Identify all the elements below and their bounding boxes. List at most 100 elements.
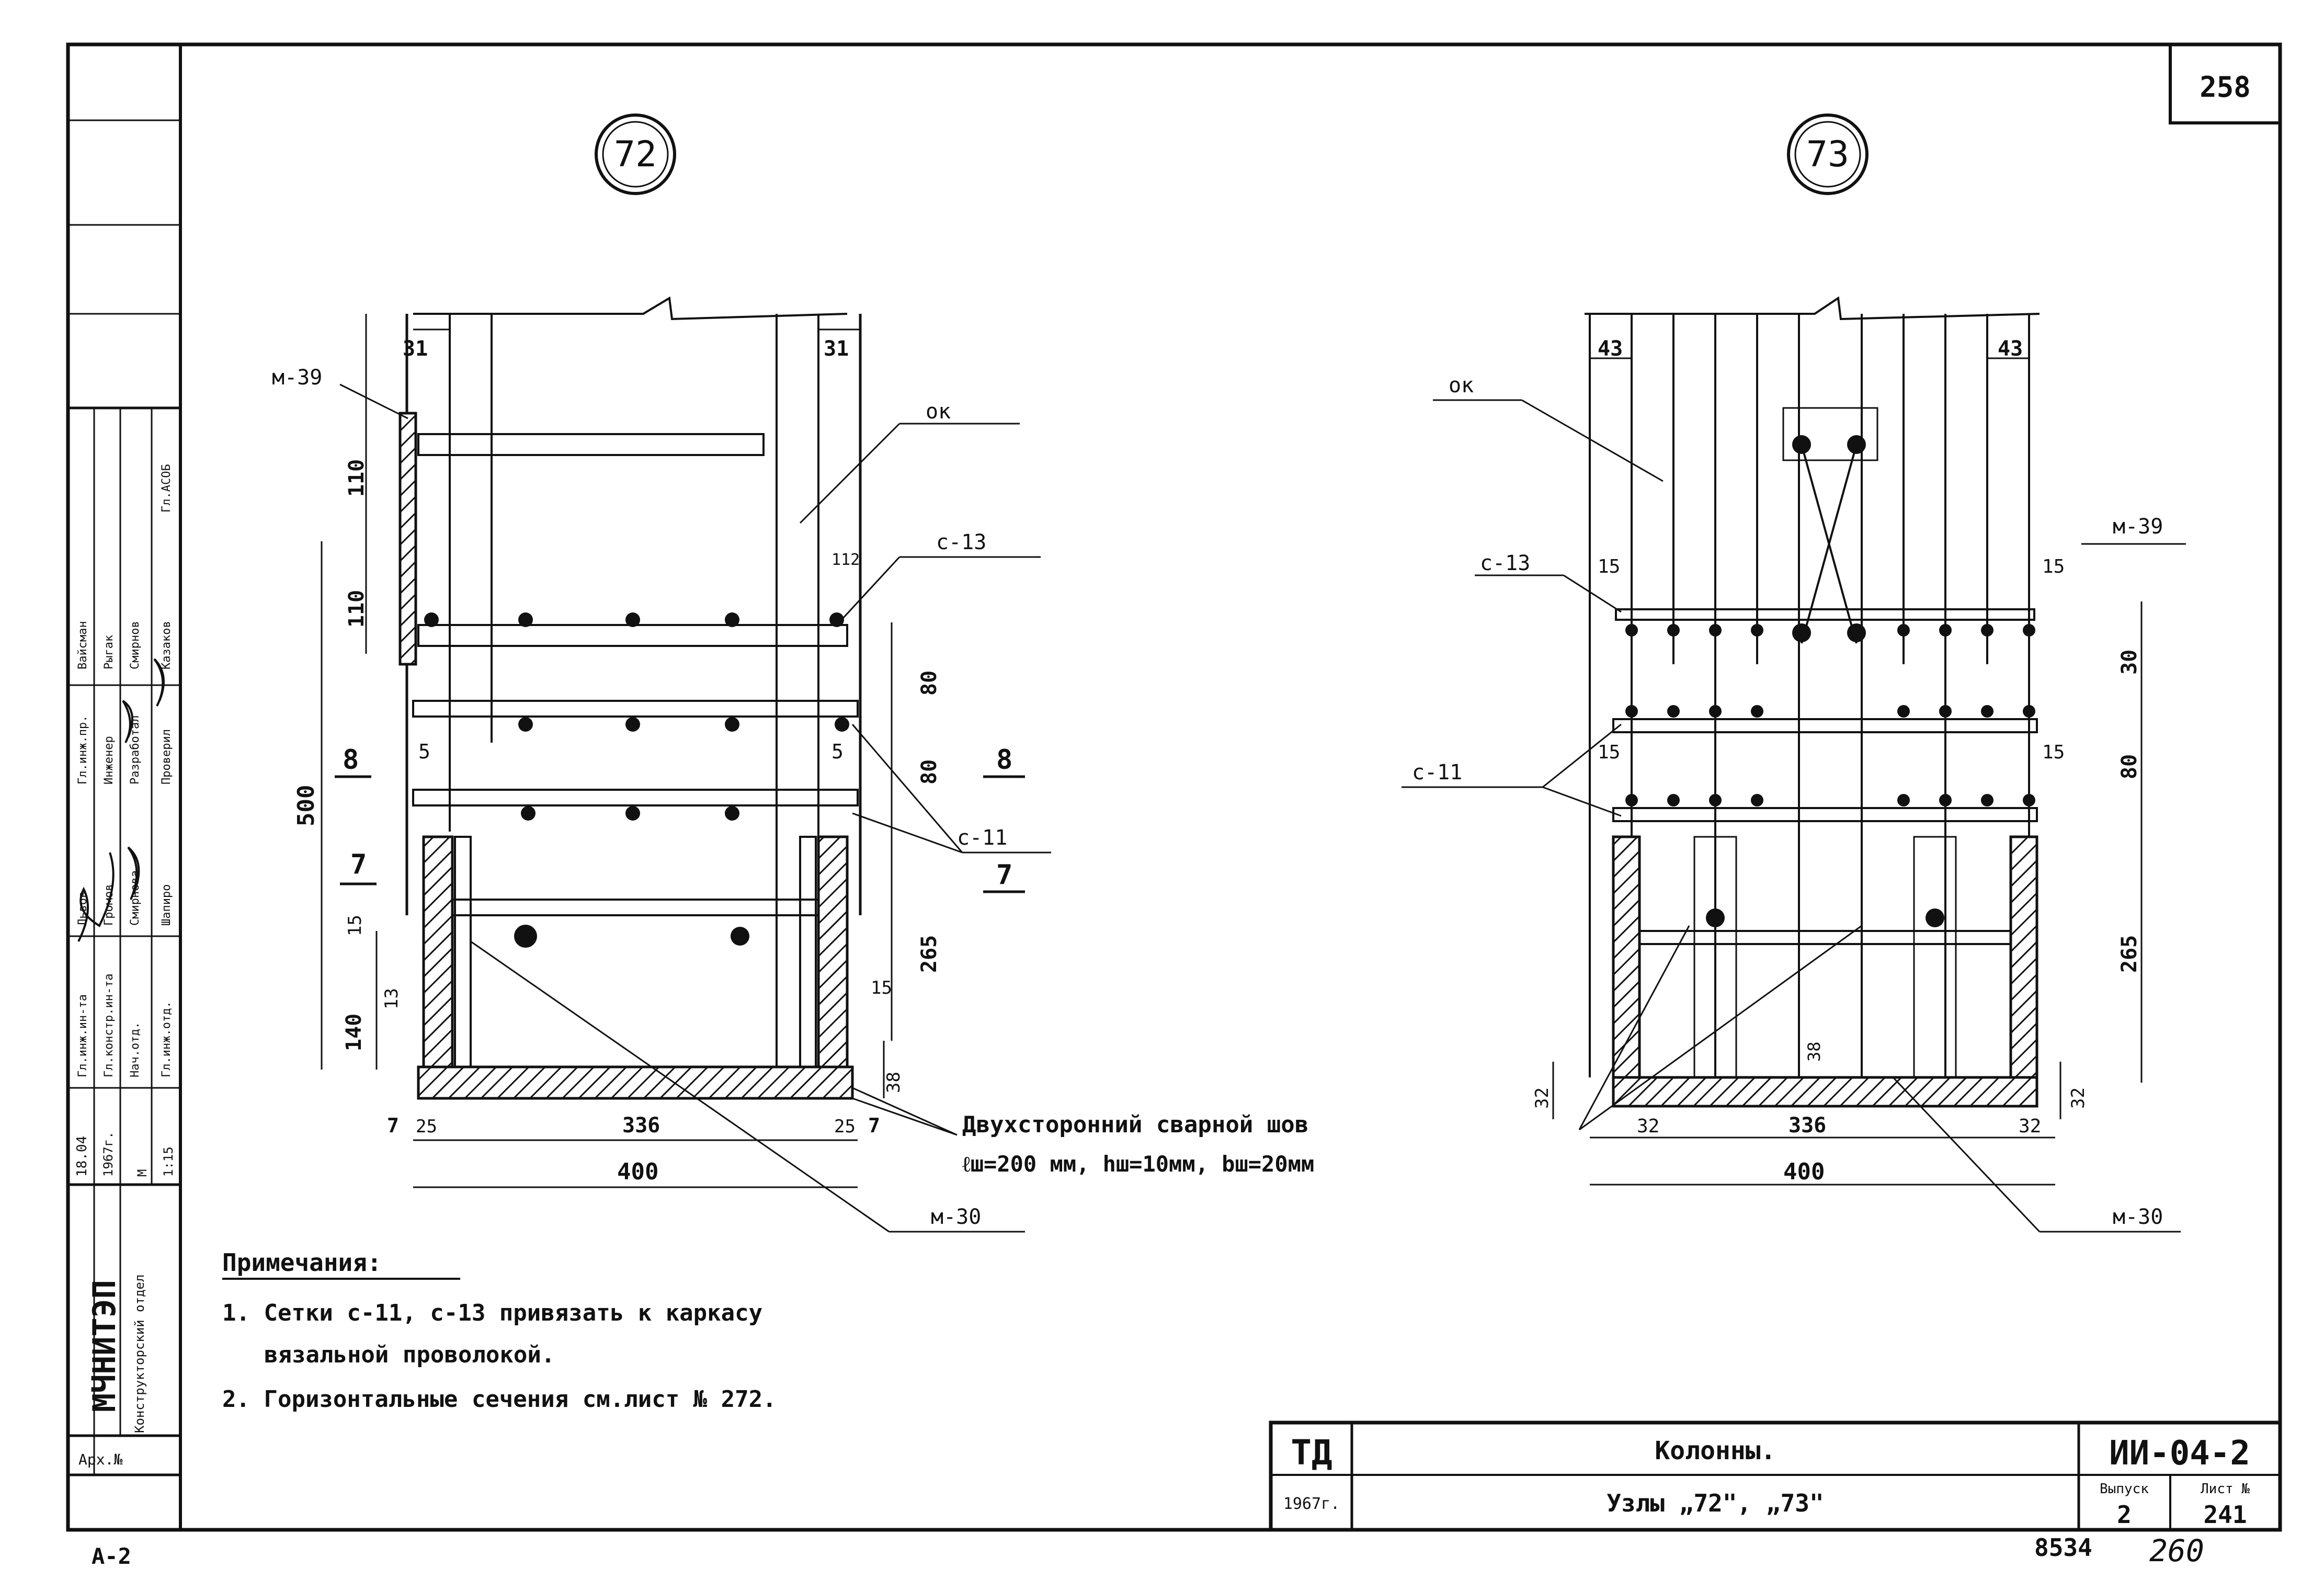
label-m39: м-39 — [272, 366, 322, 390]
dim-value: 13 — [381, 988, 402, 1009]
leader-line — [852, 1097, 958, 1136]
node-73-marker — [1787, 113, 1869, 195]
rebar-points — [1625, 435, 2035, 927]
person-name: Вайсман — [76, 621, 89, 669]
dim-value: 265 — [2117, 935, 2141, 973]
person-name: Рыгак — [102, 635, 116, 669]
label-c13-73: с-13 — [1480, 551, 1530, 575]
dim-value: 32 — [2068, 1087, 2089, 1109]
title-code: ИИ-04-2 — [2109, 1434, 2250, 1473]
leader-line — [799, 423, 901, 524]
label-m30-72: м-30 — [931, 1205, 981, 1229]
dim-value: 15 — [1598, 556, 1620, 577]
leader-line — [339, 383, 408, 419]
title-org: ТД — [1291, 1433, 1332, 1473]
break-line — [1585, 296, 2040, 321]
node-73-marker-inner — [1794, 121, 1861, 188]
dim-value: 5 — [418, 740, 430, 763]
leader-line — [852, 812, 963, 854]
section-mark-8-right: 8 — [996, 744, 1012, 776]
dim-value: 25 — [834, 1116, 856, 1137]
rebar-points — [424, 612, 849, 948]
side-plate — [422, 835, 454, 1069]
dim-value: 7 — [387, 1114, 399, 1137]
bottom-number-right: 260 — [2149, 1533, 2204, 1569]
base-plate-m30 — [1612, 1076, 2038, 1108]
page-number: 258 — [2200, 71, 2251, 104]
role-label: Инженер — [102, 736, 116, 785]
dim-value: 38 — [883, 1072, 904, 1093]
signature-mark — [122, 700, 133, 743]
signature-mark — [127, 846, 140, 900]
node-72-marker-label: 72 — [614, 134, 657, 175]
dim-value: 400 — [1783, 1158, 1825, 1185]
archive-number: Арх.№ — [78, 1451, 122, 1468]
mesh-bar-c11 — [1612, 807, 2038, 822]
person-name: Смирнов — [129, 621, 142, 669]
node-72-marker — [595, 113, 676, 195]
notes-title: Примечания: — [222, 1248, 382, 1277]
weld-note-line1: Двухсторонний сварной шов — [962, 1111, 1308, 1138]
dim-value: 30 — [2117, 650, 2141, 675]
leader-line — [1579, 925, 1862, 1131]
dim-value: 15 — [2042, 556, 2065, 577]
anchor-box — [1782, 407, 1878, 461]
dim-value: 15 — [345, 915, 366, 936]
leader-line — [852, 1087, 958, 1136]
rebar-bar — [417, 624, 848, 647]
dim-value: 31 — [824, 337, 849, 361]
dim-value: 38 — [1804, 1041, 1824, 1062]
base-plate-m30 — [417, 1065, 854, 1100]
issue-label: Выпуск — [2100, 1481, 2149, 1497]
dim-value: 5 — [831, 740, 844, 763]
sheet-frame: 25 8 — [66, 42, 2282, 1532]
leader-line — [1892, 1076, 2041, 1233]
label-c11-72: с-11 — [957, 826, 1007, 850]
notes-item-2: 2. Горизонтальные сечения см.лист № 272. — [222, 1386, 777, 1413]
title-block: ТД 1967г. Колонны. Узлы „72", „73" ИИ-04… — [1269, 1420, 2282, 1532]
role-label: Гл.инж.пр. — [76, 715, 89, 785]
leader-line — [836, 556, 901, 626]
dim-value: 32 — [1637, 1116, 1659, 1137]
mesh-bar-c13 — [1615, 608, 2035, 621]
dim-value: 43 — [1998, 337, 2023, 361]
node-73-marker-label: 73 — [1806, 134, 1849, 175]
dim-value: 25 — [416, 1116, 437, 1137]
dim-value: 400 — [617, 1158, 658, 1185]
role-label: Проверил — [160, 729, 173, 785]
label-m30-73: м-30 — [2113, 1205, 2163, 1229]
person-name: Казаков — [160, 621, 173, 669]
label-c11-73: с-11 — [1412, 760, 1462, 785]
leader-line — [1563, 574, 1622, 613]
dim-value: 265 — [917, 935, 941, 973]
label-ok-72: ок — [926, 400, 951, 424]
dim-value: 15 — [1598, 742, 1620, 763]
dim-value: 112 — [831, 551, 860, 569]
dim-value: 80 — [2117, 754, 2141, 779]
dim-value: 80 — [917, 671, 941, 696]
section-mark-7-left: 7 — [350, 849, 367, 880]
dim-value: 32 — [2019, 1116, 2041, 1137]
signature-mark — [153, 658, 165, 707]
leader-line — [1542, 723, 1622, 788]
person-name: Гл.АСОБ — [160, 464, 173, 513]
side-plate — [817, 835, 849, 1069]
leader-line — [1578, 925, 1690, 1130]
dim-value: 7 — [868, 1114, 880, 1137]
dim-value: 110 — [345, 590, 369, 628]
sheet-number: 241 — [2203, 1501, 2247, 1529]
dimension-lines — [1552, 357, 2143, 1186]
dim-value: 336 — [622, 1113, 660, 1138]
rebar-bar — [417, 433, 765, 456]
dim-value: 336 — [1788, 1113, 1826, 1138]
notes-block: Примечания: 1. Сетки с-11, с-13 привязат… — [222, 1248, 777, 1413]
mesh-bar-c11 — [412, 700, 859, 718]
side-stamp: МЧНИТЭП Конструкторский отдел Арх.№ 18.0… — [68, 119, 180, 1476]
leader-line — [470, 940, 890, 1233]
dimension-lines — [321, 314, 893, 1188]
node-72-drawing: 72 м-39 о — [272, 113, 1051, 1233]
rebar-bar — [1631, 930, 2020, 945]
inner-stiffener — [1913, 836, 1957, 1078]
corner-mark: А-2 — [92, 1543, 131, 1569]
notes-item-1: 1. Сетки с-11, с-13 привязать к каркасу — [222, 1300, 762, 1326]
